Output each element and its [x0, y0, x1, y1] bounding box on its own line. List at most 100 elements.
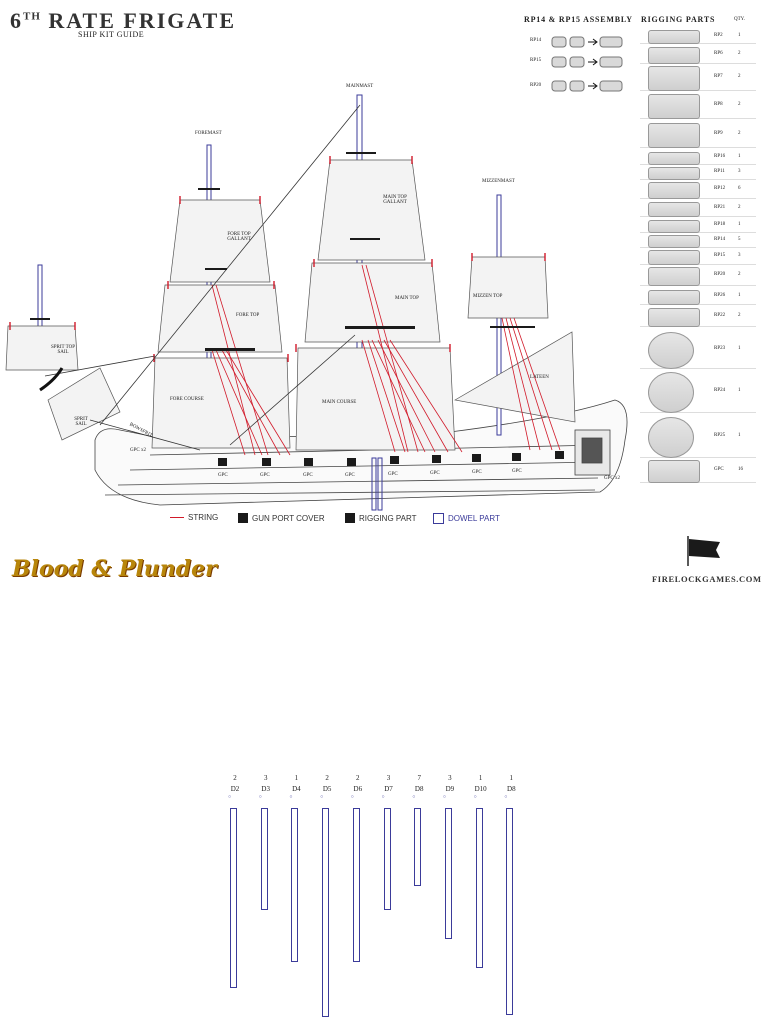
dowel-count: 3 [263, 774, 268, 782]
rigging-part-image [648, 250, 700, 265]
assembly-part-icon [551, 56, 567, 68]
fore-course-label: FORE COURSE [170, 397, 204, 402]
rigging-part-image [648, 267, 700, 286]
rigging-qty-header: QTY. [734, 17, 745, 22]
page-title: 6TH RATE FRIGATE [10, 8, 236, 33]
arrow-right-icon [588, 38, 598, 46]
foremast-label: FOREMAST [195, 131, 222, 136]
gpc-label-2: GPC [260, 473, 270, 478]
rigging-part-row: RP23 1 [640, 330, 756, 369]
dowel-name: D3 [261, 785, 270, 793]
dowel-end-icon: ○ [350, 795, 354, 800]
rigging-part-image [648, 460, 700, 483]
mizzenmast-label: MIZZENMAST [482, 179, 515, 184]
rigging-part-marks [30, 152, 535, 351]
legend-string: STRING [170, 513, 218, 522]
yard-caps [9, 156, 546, 362]
rigging-part-image [648, 30, 700, 44]
mainmast-label: MAINMAST [346, 84, 374, 89]
rigging-part-swatch [345, 513, 355, 523]
rigging-part-qty: 1 [738, 346, 741, 351]
dowel-end-icon: ○ [258, 795, 262, 800]
rigging-part-image [648, 94, 700, 119]
assembly-label-rp15: RP15 [530, 58, 542, 63]
rigging-part-qty: 2 [738, 205, 741, 210]
rigging-part-image [648, 332, 694, 369]
legend: STRING GUN PORT COVER RIGGING PART DOWEL… [170, 513, 510, 525]
dowel-name: D8 [507, 785, 516, 793]
dowel-bar [260, 808, 268, 910]
dowel-end-icon: ○ [504, 795, 508, 800]
rigging-part-image [648, 290, 700, 305]
rigging-part-qty: 2 [738, 131, 741, 136]
rigging-part-row: RP9 2 [640, 121, 756, 148]
rigging-strings [211, 264, 561, 456]
rigging-part-image [648, 417, 694, 458]
hull [94, 399, 628, 506]
dowel-part-swatch [433, 513, 444, 524]
dowel-count: 1 [509, 774, 514, 782]
main-top-gallant-label: MAIN TOP GALLANT [383, 195, 407, 205]
rigging-part-name: RP9 [714, 131, 723, 136]
rigging-part-name: RP18 [714, 222, 726, 227]
rigging-part-name: RP23 [714, 346, 726, 351]
sprit-top-sail-label: SPRIT TOP SAIL [50, 345, 76, 355]
rigging-part-name: RP26 [714, 293, 726, 298]
rigging-part-image [648, 308, 700, 327]
dowel-end-icon: ○ [473, 795, 477, 800]
rigging-part-name: RP2 [714, 32, 723, 38]
assembly-part-icon [551, 36, 567, 48]
rigging-part-name: RP8 [714, 102, 723, 107]
stays [44, 104, 361, 451]
rigging-part-name: RP24 [714, 388, 726, 393]
gpc-label-6: GPC [430, 471, 440, 476]
rigging-part-qty: 5 [738, 237, 741, 242]
dowel-end-icon: ○ [228, 795, 232, 800]
brand-logo: Blood & Plunder [12, 556, 217, 582]
dowel-name: D10 [474, 785, 487, 793]
dowel-name: D2 [230, 785, 240, 793]
legend-dowel-part: DOWEL PART [433, 513, 500, 524]
rigging-part-image [648, 66, 700, 91]
dowel-bar [383, 808, 391, 910]
dowel-bar [414, 808, 422, 886]
rigging-part-qty: 2 [738, 102, 741, 107]
rigging-part-row: RP18 1 [640, 218, 756, 233]
dowel-bar [352, 808, 360, 962]
dowel-name: D5 [322, 785, 332, 793]
rigging-part-name: RP16 [714, 154, 726, 159]
rigging-part-qty: 2 [738, 272, 741, 277]
ship-diagram: MAINMAST FOREMAST MIZZENMAST FORE TOP GA… [0, 80, 640, 515]
arrow-right-icon [588, 82, 598, 90]
dowel-count: 3 [448, 774, 452, 782]
rigging-part-image [648, 235, 700, 248]
rigging-part-name: RP11 [714, 169, 725, 174]
rigging-part-qty: 2 [738, 74, 741, 79]
main-course-label: MAIN COURSE [322, 400, 357, 405]
rigging-parts-title: RIGGING PARTS [641, 15, 716, 24]
rigging-part-qty: 1 [738, 222, 741, 227]
rigging-part-qty: 2 [738, 313, 741, 318]
gpc-label-8: GPC [512, 469, 522, 474]
rigging-part-qty: 3 [738, 253, 741, 258]
dowel-name: D4 [292, 785, 301, 793]
figurehead [39, 367, 64, 392]
assembly-svg [551, 36, 623, 92]
site-url: FIRELOCKGAMES.COM [652, 574, 762, 584]
dowel-count: 7 [417, 774, 421, 782]
assembly-diagram: RP14 RP15 RP20 [520, 28, 630, 102]
